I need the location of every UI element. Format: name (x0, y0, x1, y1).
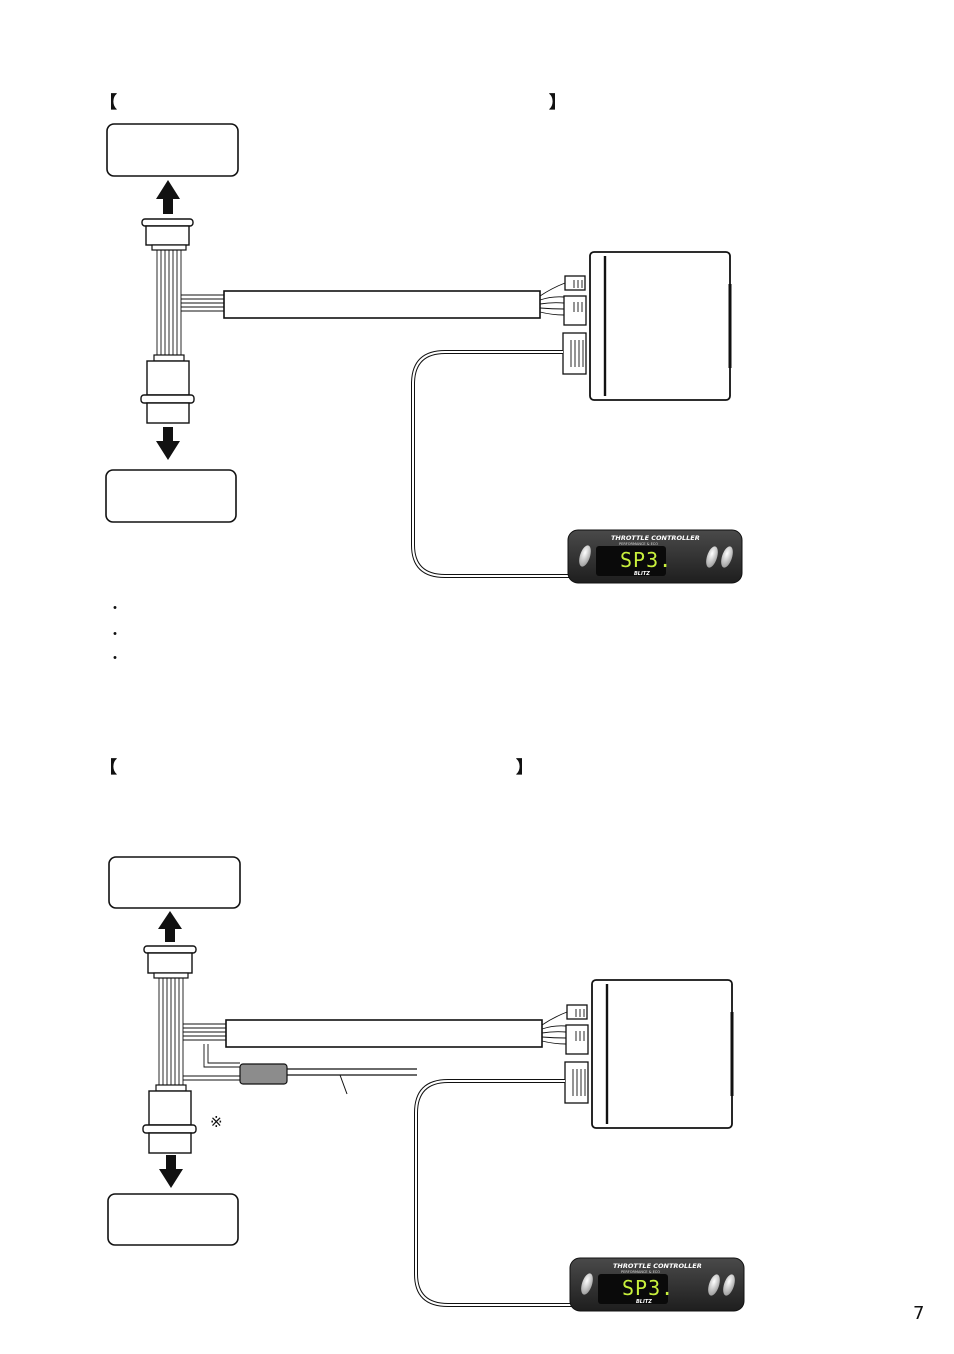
arrow-up-icon (158, 911, 182, 942)
branch-wires (183, 1023, 240, 1081)
controller-subtitle: PERFORMANCE & ECO (621, 1270, 661, 1274)
lower-connector (142, 1084, 197, 1154)
signal-wire (287, 1068, 417, 1095)
lower-component-box (107, 1193, 239, 1246)
lcd-display (596, 546, 666, 576)
section-heading-close: 】 (516, 758, 533, 778)
bullet-2: ・ (108, 627, 122, 643)
module-connector-small (564, 275, 586, 291)
control-module (591, 979, 734, 1129)
module-lead-wires (541, 1011, 568, 1045)
harness-tube (225, 1019, 543, 1048)
down-button-icon (706, 546, 718, 568)
module-connector-large (565, 1024, 589, 1055)
throttle-controller-unit (569, 1257, 745, 1312)
controller-subtitle: PERFORMANCE & ECO (619, 542, 659, 546)
controller-connector (562, 332, 587, 375)
module-connector-large (563, 295, 587, 326)
upper-connector (143, 945, 197, 979)
brand-logo: BLITZ (636, 1299, 652, 1305)
module-connector-small (566, 1004, 588, 1020)
diagram-top (105, 123, 743, 584)
page-number: 7 (913, 1303, 925, 1324)
arrow-down-icon (156, 427, 180, 460)
controller-title: THROTTLE CONTROLLER (613, 1262, 702, 1270)
upper-component-box (108, 856, 241, 909)
controller-cable (414, 1079, 572, 1307)
lcd-display (598, 1274, 668, 1304)
bullet-1: ・ (108, 601, 122, 617)
module-lead-wires (539, 282, 566, 316)
brand-logo: BLITZ (634, 571, 650, 577)
branch-wires (181, 294, 225, 312)
throttle-controller-unit (567, 529, 743, 584)
arrow-up-icon (156, 180, 180, 214)
down-button-icon (708, 1274, 720, 1296)
up-button-icon (721, 546, 733, 568)
controller-connector (564, 1061, 589, 1104)
upper-connector (141, 218, 194, 251)
lcd-readout: SP3. (620, 548, 673, 572)
diagram-bottom (107, 856, 745, 1312)
lcd-readout: SP3. (622, 1276, 675, 1300)
bullet-3: ・ (108, 651, 122, 667)
inline-module (239, 1063, 288, 1085)
section-heading-open: 【 (100, 93, 117, 113)
note-mark: ※ (210, 1113, 223, 1131)
left-button-icon (581, 1273, 593, 1295)
controller-title: THROTTLE CONTROLLER (611, 534, 700, 542)
control-module (589, 251, 732, 401)
vertical-harness (156, 250, 182, 355)
controller-cable (411, 350, 570, 578)
arrow-down-icon (159, 1155, 183, 1188)
section-heading-open: 【 (100, 758, 117, 778)
vertical-harness (158, 978, 184, 1085)
lower-connector (140, 354, 195, 424)
upper-component-box (106, 123, 239, 177)
harness-tube (223, 290, 541, 319)
lower-component-box (105, 469, 237, 523)
section-heading-close: 】 (549, 93, 566, 113)
left-button-icon (579, 545, 591, 567)
up-button-icon (723, 1274, 735, 1296)
